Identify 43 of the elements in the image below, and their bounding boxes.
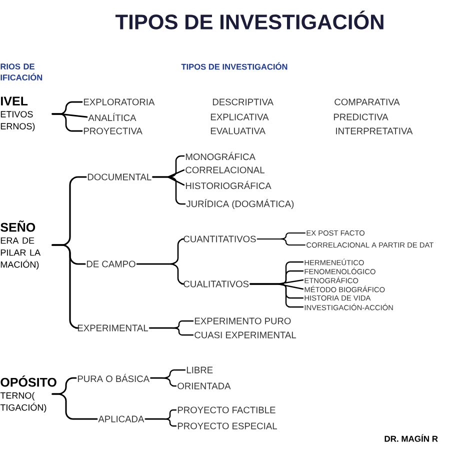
type-label: PURA O BÁSICA — [78, 374, 150, 382]
brace-line — [150, 377, 177, 387]
type-label: COMPARATIVA — [334, 98, 400, 106]
type-label: DESCRIPTIVA — [212, 98, 274, 106]
type-label: JURÍDICA (DOGMÁTICA) — [186, 199, 294, 209]
type-label: CUANTITATIVOS — [184, 236, 256, 242]
type-label: EXPERIMENTO PURO — [194, 318, 291, 324]
brace-line — [256, 238, 306, 246]
type-label: MONOGRÁFICA — [186, 152, 256, 160]
type-label: CUASI EXPERIMENTAL — [194, 332, 296, 338]
category-heading: SEÑO ERA DE PILAR LA MACIÓN) — [0, 220, 41, 270]
column-header: RIOS DE IFICACIÓN — [0, 64, 42, 80]
type-label: LIBRE — [186, 366, 213, 374]
brace-line — [136, 263, 185, 285]
type-label: ORIENTADA — [178, 382, 231, 390]
brace-line — [152, 176, 186, 205]
brace-line — [52, 113, 83, 132]
type-label: ANALÍTICA — [88, 112, 136, 122]
type-label: INTERPRETATIVA — [336, 128, 413, 134]
type-label: EXPLORATORIA — [84, 98, 155, 106]
author-credit: DR. MAGÍN R — [384, 434, 438, 442]
brace-line — [52, 244, 79, 329]
brace-line — [144, 418, 177, 427]
brace-line — [52, 393, 98, 420]
type-label: EXPLICATIVA — [210, 114, 269, 120]
type-label: DOCUMENTAL — [88, 174, 152, 180]
type-label: PROYECTO ESPECIAL — [178, 422, 277, 430]
type-label: APLICADA — [98, 416, 144, 422]
type-label: EXPERIMENTAL — [78, 324, 148, 332]
type-label: CUALITATIVOS — [184, 280, 249, 288]
category-heading: IVEL ETIVOS ERNOS) — [0, 96, 35, 132]
brace-line — [148, 327, 194, 336]
type-label: HISTORIOGRÁFICA — [186, 180, 272, 190]
column-header: TIPOS DE INVESTIGACIÓN — [181, 62, 288, 70]
type-label: CORRELACIONAL — [186, 166, 264, 174]
type-label: PREDICTIVA — [334, 114, 388, 120]
type-label: EVALUATIVA — [210, 128, 266, 134]
brace-line — [250, 283, 304, 308]
category-heading: OPÓSITO TERNO( TIGACIÓN) — [0, 376, 56, 412]
type-label: PROYECTO FACTIBLE — [178, 406, 276, 414]
title: TIPOS DE INVESTIGACIÓN — [115, 10, 384, 30]
type-label: DE CAMPO — [86, 260, 136, 268]
type-label: PROYECTIVA — [84, 128, 142, 134]
